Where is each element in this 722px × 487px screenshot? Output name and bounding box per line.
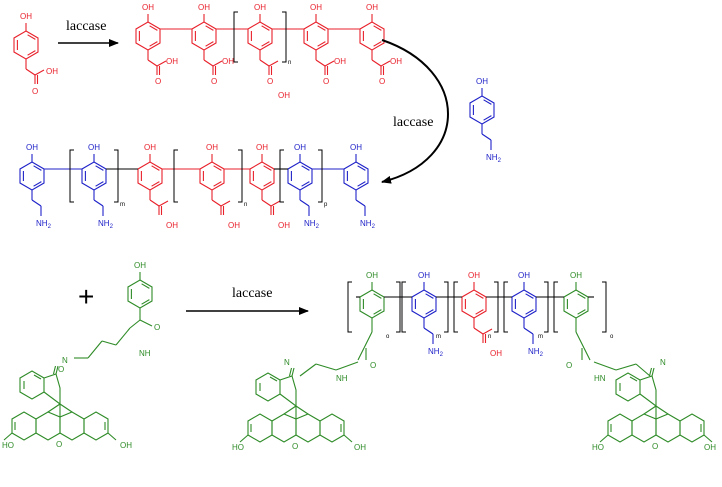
conj-ho-left: HO [2,441,14,450]
prod-right-n: N [660,358,666,367]
prod-right-ho: HO [592,443,604,452]
copolymer-chain [19,153,369,217]
plus-sign: + [78,281,94,312]
subscript-p-mid: p [324,202,328,208]
co-oh-5: OH [256,143,268,152]
prod-left-oh: OH [354,443,366,452]
prod-right-hn: HN [594,374,606,383]
co-oh-2: OH [88,143,100,152]
red-acid-o-2: O [211,77,217,86]
prod-acid-oh: OH [490,349,502,358]
co-nh2-2: NH2 [98,219,114,230]
conj-o-xanthene: O [56,440,62,449]
co-oh-6: OH [294,143,306,152]
tyramine-nh2-label: NH2 [486,153,502,164]
conj-oh-label: OH [134,261,146,270]
product-brackets [347,281,607,333]
conj-oh-right: OH [120,441,132,450]
conj-n-label: N [62,356,68,365]
hydroxyphenylacetic-acid-monomer [13,22,45,85]
prod-left-nh: NH [336,374,348,383]
prod-oh-5: OH [570,271,582,280]
red-acid-oh-3: OH [278,91,290,100]
red-oh-1: OH [142,3,154,12]
conj-o-carbonyl: O [58,365,64,374]
prod-left-o: O [370,361,376,370]
co-nh2-3: NH2 [304,219,320,230]
co-nh2-4: NH2 [360,219,376,230]
red-acid-o-3: O [267,77,273,86]
co-acid-oh-2: OH [228,221,240,230]
red-polyphenol-chain [135,13,391,76]
red-acid-oh-5: OH [390,57,402,66]
subscript-m-left: m [436,334,441,340]
prod-oh-4: OH [518,271,530,280]
prod-oh-1: OH [366,271,378,280]
subscript-m-right: m [538,334,543,340]
monomer-o-label: O [32,87,38,96]
prod-right-o: O [566,361,572,370]
product-copolymer [356,281,594,345]
red-acid-oh-1: OH [166,57,178,66]
prod-nh2-1: NH2 [428,347,444,358]
prod-right-oh: OH [704,443,716,452]
tyramine-oh-label: OH [476,77,488,86]
red-acid-o-4: O [323,77,329,86]
laccase-label-2: laccase [393,115,433,130]
red-oh-5: OH [366,3,378,12]
red-acid-o-1: O [155,77,161,86]
red-oh-2: OH [198,3,210,12]
co-oh-7: OH [350,143,362,152]
fluorescein-conjugate-reactant [74,271,153,359]
monomer-oh-acid-label: OH [46,67,58,76]
conj-o-label: O [154,323,160,332]
prod-left-n: N [284,358,290,367]
fluorescein-core-right [599,367,713,443]
red-acid-oh-4: OH [334,57,346,66]
co-nh2-1: NH2 [36,219,52,230]
product-right-linker [575,318,651,377]
conj-nh-label: NH [139,349,151,358]
fluorescein-core-reactant [3,365,117,441]
prod-left-ho: HO [232,443,244,452]
monomer-oh-label: OH [20,12,32,21]
subscript-o-right: o [610,334,614,340]
laccase-label-1: laccase [66,19,106,34]
subscript-n-bottom: n [488,334,491,340]
prod-left-o-xanthene: O [292,442,298,451]
product-left-linker [299,318,373,377]
prod-right-o-xanthene: O [652,442,658,451]
red-oh-4: OH [310,3,322,12]
copolymer-brackets [69,149,323,203]
subscript-n-mid: n [244,202,247,208]
prod-oh-3: OH [468,271,480,280]
red-oh-3: OH [254,3,266,12]
subscript-o-left: o [386,334,390,340]
prod-nh2-2: NH2 [528,347,544,358]
red-acid-oh-2: OH [222,57,234,66]
laccase-label-3: laccase [232,286,272,301]
laccase-curved-arrow [381,39,449,184]
co-oh-3: OH [144,143,156,152]
co-oh-1: OH [26,143,38,152]
red-chain-brackets [233,11,287,63]
co-oh-4: OH [206,143,218,152]
subscript-m-mid: m [120,202,125,208]
co-acid-oh-1: OH [166,221,178,230]
co-acid-oh-3: OH [278,221,290,230]
subscript-n-top: n [288,60,291,66]
red-acid-o-5: O [379,77,385,86]
tyramine-monomer [469,87,495,151]
prod-oh-2: OH [418,271,430,280]
